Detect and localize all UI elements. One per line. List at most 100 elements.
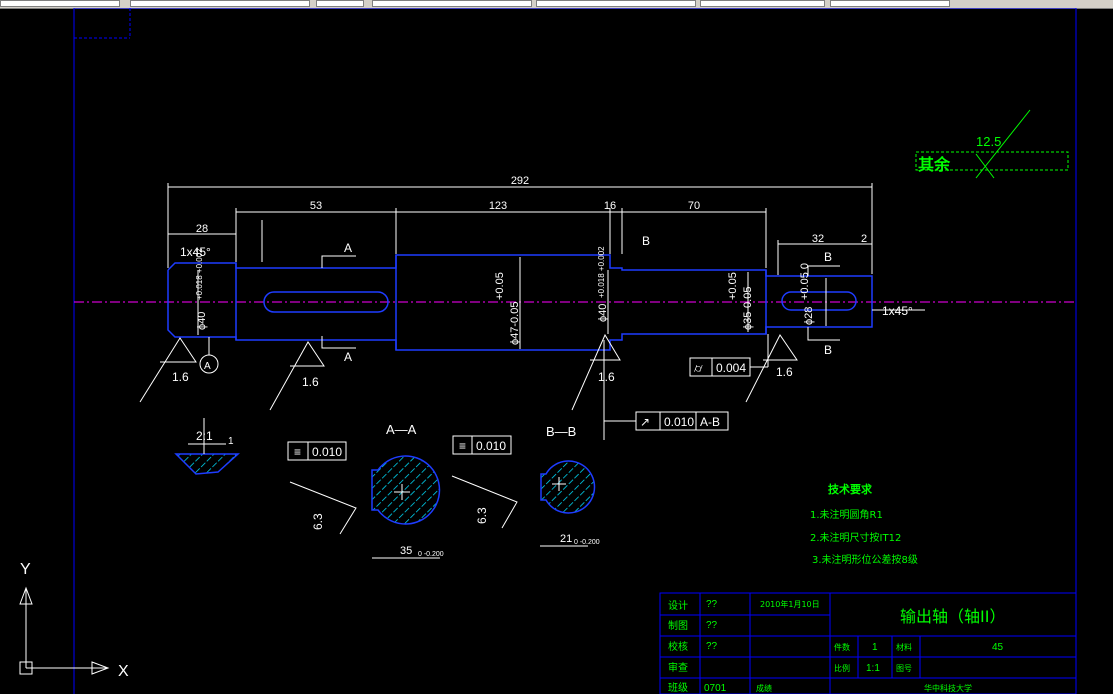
dim-28: 28 bbox=[196, 223, 208, 235]
toolbar-field-6[interactable] bbox=[700, 0, 825, 7]
tb-design-value: ?? bbox=[706, 599, 718, 610]
tech-item-1: 1.未注明圆角R1 bbox=[810, 508, 883, 521]
dim-overall: 292 bbox=[511, 175, 529, 187]
shaft-outline bbox=[167, 254, 873, 351]
roughness-rest-value: 12.5 bbox=[976, 134, 1001, 149]
tb-qty-label: 件数 bbox=[834, 642, 850, 652]
dim-keyway-bb: 21 bbox=[560, 533, 572, 545]
detail-scale: 2:1 bbox=[196, 429, 213, 443]
sym-bb-frame bbox=[452, 435, 512, 455]
section-label-bb: B—B bbox=[546, 424, 576, 439]
sym-bb-value: 0.010 bbox=[476, 439, 506, 453]
roughness-bb: 6.3 bbox=[475, 507, 489, 524]
runout-icon: ↗ bbox=[640, 415, 650, 429]
tech-item-2: 2.未注明尺寸按IT12 bbox=[810, 531, 901, 544]
drawing-frame bbox=[73, 8, 1077, 694]
drawing-canvas[interactable]: 292 28 53 123 16 70 32 2 1x45° 1x45° ϕ40… bbox=[0, 8, 1113, 694]
sym-aa-icon: ≡ bbox=[294, 445, 301, 459]
tb-drawing-no-label: 图号 bbox=[896, 664, 912, 673]
datum-b-label: B bbox=[642, 234, 650, 248]
detail-chamfer-view bbox=[174, 453, 240, 475]
dim-keyway-bb-tol: 0 -0.200 bbox=[574, 539, 600, 546]
dia-35-tol: +0.05 bbox=[727, 272, 739, 300]
roughness-rest-box bbox=[915, 151, 1069, 171]
tb-review-label: 审查 bbox=[668, 661, 688, 674]
roughness-3: 1.6 bbox=[598, 370, 615, 384]
tb-draw-value: ?? bbox=[706, 620, 718, 631]
roughness-2: 1.6 bbox=[302, 375, 319, 389]
ucs-x-label: X bbox=[118, 663, 129, 680]
roughness-4: 1.6 bbox=[776, 365, 793, 379]
sym-aa-frame bbox=[287, 441, 347, 461]
dimension-texts: 292 28 53 123 16 70 32 2 1x45° 1x45° ϕ40… bbox=[180, 175, 913, 558]
runout-datum: A-B bbox=[700, 415, 720, 429]
ucs-y-label: Y bbox=[20, 561, 31, 578]
tb-check-value: ?? bbox=[706, 641, 718, 652]
tech-requirements: 技术要求 1.未注明圆角R1 2.未注明尺寸按IT12 3.未注明形位公差按8级 bbox=[810, 482, 918, 566]
toolbar-field-5[interactable] bbox=[536, 0, 696, 7]
border-outer bbox=[73, 8, 1077, 694]
dia-40-mid: ϕ40 bbox=[597, 304, 609, 322]
dia-47: ϕ47-0.05 bbox=[509, 302, 521, 345]
section-cut-lines bbox=[321, 255, 840, 349]
tb-draw-label: 制图 bbox=[668, 619, 688, 632]
dimension-lines bbox=[167, 183, 925, 349]
dim-keyway-aa-tol: 0 -0.200 bbox=[418, 551, 444, 558]
tech-title: 技术要求 bbox=[828, 482, 873, 496]
tech-item-3: 3.未注明形位公差按8级 bbox=[812, 553, 918, 566]
dim-53: 53 bbox=[310, 200, 322, 212]
tb-material-value: 45 bbox=[992, 642, 1004, 653]
chamfer-left: 1x45° bbox=[180, 245, 211, 259]
roughness-symbols bbox=[139, 109, 1031, 535]
tolerance-frames bbox=[287, 334, 769, 461]
section-label-aa: A—A bbox=[386, 422, 417, 437]
tb-design-label: 设计 bbox=[668, 599, 688, 612]
roughness-1: 1.6 bbox=[172, 370, 189, 384]
toolbar-field-4[interactable] bbox=[372, 0, 532, 7]
dim-2: 2 bbox=[861, 233, 867, 245]
roughness-rest-label: 其余 bbox=[918, 155, 951, 174]
title-block-texts: 设计 ?? 2010年1月10日 制图 ?? 校核 ?? 审查 班级 0701 … bbox=[668, 599, 1005, 694]
section-marks: A A B B B A—A B—B bbox=[344, 234, 832, 439]
sym-bb-icon: ≡ bbox=[459, 439, 466, 453]
dia-40-left: ϕ40 bbox=[196, 312, 208, 330]
detail-leaders bbox=[188, 418, 588, 559]
tb-class-label: 班级 bbox=[668, 682, 688, 694]
cyl-value: 0.004 bbox=[716, 361, 746, 375]
toolbar-field-1[interactable] bbox=[0, 0, 120, 7]
roughness-texts: 1.6 1.6 1.6 1.6 6.3 6.3 A 12.5 其余 bbox=[172, 134, 1001, 530]
dia-35: ϕ35-0.05 bbox=[742, 287, 754, 330]
section-mark-b-top: B bbox=[824, 250, 832, 264]
roughness-aa: 6.3 bbox=[311, 513, 325, 530]
dim-32: 32 bbox=[812, 233, 824, 245]
toolbar-field-7[interactable] bbox=[830, 0, 950, 7]
dia-47-tol: +0.05 bbox=[494, 272, 506, 300]
chamfer-right: 1x45° bbox=[882, 304, 913, 318]
ucs-icon bbox=[19, 586, 110, 675]
section-mark-a-bottom: A bbox=[344, 350, 352, 364]
keyway-a bbox=[263, 291, 389, 313]
tb-design-date: 2010年1月10日 bbox=[760, 599, 820, 609]
dia-28: ϕ28 bbox=[803, 307, 815, 325]
section-mark-b-bottom: B bbox=[824, 343, 832, 357]
section-bb bbox=[540, 460, 596, 514]
keyway-b bbox=[781, 291, 857, 311]
sym-aa-value: 0.010 bbox=[312, 445, 342, 459]
tolerance-texts: ≡ 0.010 ≡ 0.010 ⌭ 0.004 ↗ 0.010 A-B bbox=[294, 361, 746, 459]
detail-scale-one: 1 bbox=[228, 436, 234, 447]
section-mark-a-top: A bbox=[344, 241, 352, 255]
tb-scale-label: 比例 bbox=[834, 663, 850, 673]
toolbar-field-2[interactable] bbox=[130, 0, 310, 7]
dia-40-left-tol: +0.018 +0.002 bbox=[195, 248, 204, 300]
title-block bbox=[659, 592, 1077, 694]
tb-class-value: 0701 bbox=[704, 683, 727, 694]
tb-check-label: 校核 bbox=[668, 640, 688, 653]
dia-40-mid-tol: +0.018 +0.002 bbox=[597, 246, 606, 298]
tb-material-label: 材料 bbox=[896, 642, 912, 652]
cylindricity-icon: ⌭ bbox=[694, 361, 703, 375]
tb-scale-value: 1:1 bbox=[866, 663, 880, 674]
section-aa bbox=[371, 455, 441, 525]
dia-28-tol: +0.05 0 bbox=[799, 263, 811, 300]
toolbar-field-3[interactable] bbox=[316, 0, 364, 7]
tb-name-label: 成绩 bbox=[756, 683, 772, 693]
